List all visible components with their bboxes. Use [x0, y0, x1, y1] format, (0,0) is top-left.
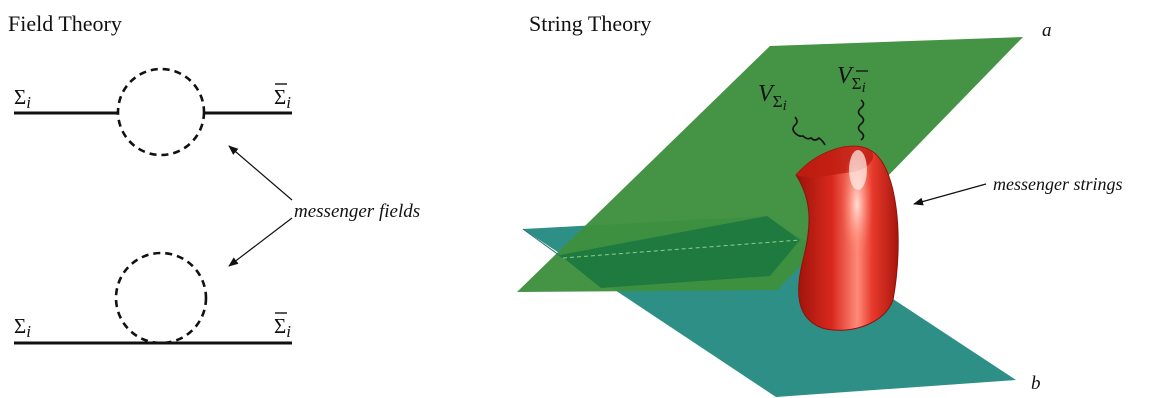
messenger-fields-label: messenger fields: [294, 201, 420, 222]
field-theory-title: Field Theory: [8, 11, 122, 36]
vertex-right-wavy-line: [857, 99, 865, 141]
top-left-sigma-label: Σi: [14, 85, 31, 112]
brane-a-label: a: [1042, 20, 1052, 41]
arrow-to-bottom-loop: [228, 217, 293, 267]
brane-b-edge: [522, 228, 564, 259]
bottom-left-sigma-label: Σi: [14, 314, 31, 341]
brane-b-label: b: [1031, 373, 1041, 394]
messenger-strings-label: messenger strings: [993, 174, 1123, 194]
vertex-left-label: VΣi: [758, 81, 787, 114]
arrow-to-messenger-string: [913, 183, 987, 206]
vertex-right-label: VΣi: [837, 63, 868, 96]
svg-text:Σi: Σi: [274, 85, 291, 112]
top-messenger-loop: [116, 67, 206, 157]
messenger-string-tube: [795, 145, 899, 331]
top-right-sigma-bar-label: Σi: [274, 83, 291, 112]
bottom-messenger-loop: [114, 251, 208, 345]
brane-intersection-region: [560, 216, 800, 288]
top-propagator: [14, 67, 292, 157]
bottom-propagator: [14, 251, 292, 345]
bottom-right-sigma-bar-label: Σi: [274, 312, 291, 341]
svg-text:VΣi: VΣi: [837, 63, 866, 96]
brane-a: [517, 37, 1023, 292]
string-theory-title: String Theory: [529, 11, 651, 36]
vertex-left-wavy-line: [792, 116, 826, 146]
svg-text:Σi: Σi: [274, 314, 291, 341]
arrow-to-top-loop: [228, 145, 293, 201]
intersection-line: [562, 239, 801, 259]
